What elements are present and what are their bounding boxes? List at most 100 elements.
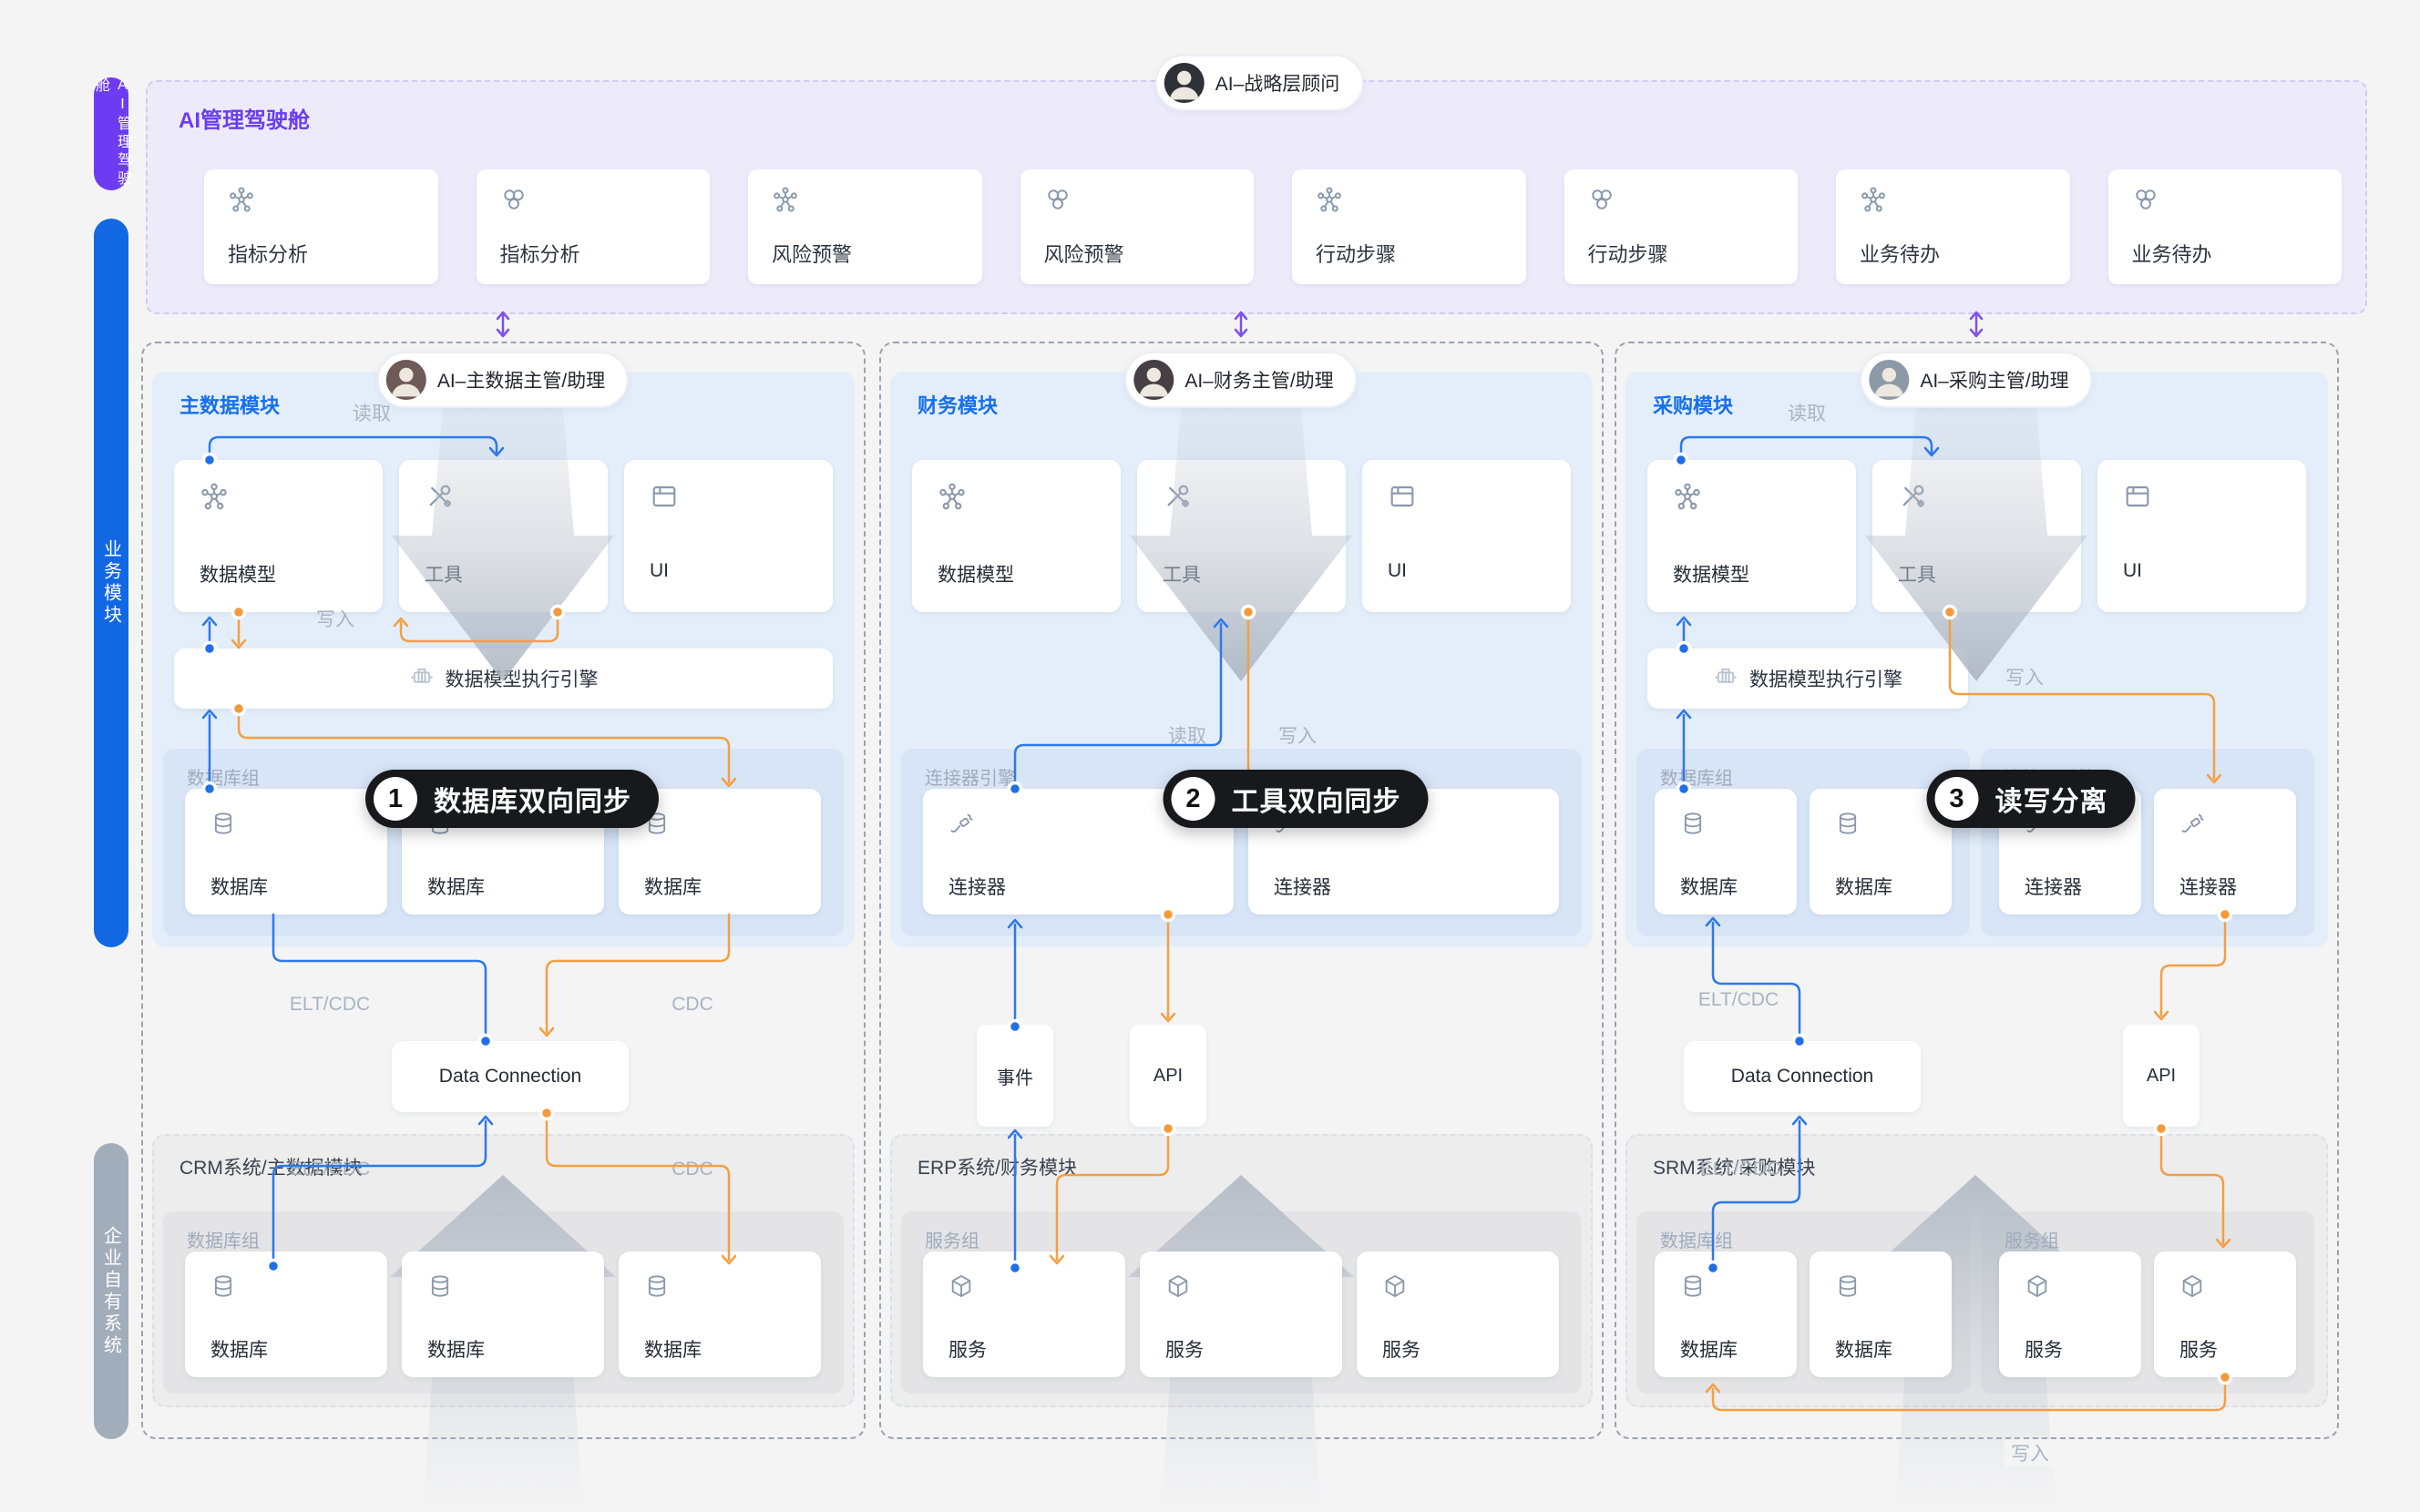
service-icon <box>1165 1273 1191 1303</box>
card-database[interactable]: 数据库 <box>185 789 387 914</box>
agent-name: AI–财务主管/助理 <box>1184 371 1334 392</box>
card-service[interactable]: 服务 <box>923 1251 1125 1377</box>
cockpit-card-action-steps[interactable]: 行动步骤 <box>1292 169 1526 284</box>
card-label: 连接器 <box>1274 877 1331 898</box>
wire-label-elt-cdc: ELT/CDC <box>289 994 371 1015</box>
badge-read-write-split[interactable]: 3 读写分离 <box>1926 770 2136 828</box>
card-database[interactable]: 数据库 <box>1655 1251 1797 1377</box>
group-label: 数据库组 <box>1660 1231 1733 1251</box>
sidebar-tab-enterprise-systems[interactable]: 企业自有系统 <box>94 1143 128 1439</box>
service-icon <box>949 1273 974 1303</box>
badge-text: 工具双向同步 <box>1231 787 1401 817</box>
node-graph-icon <box>938 482 967 516</box>
cockpit-card-risk-alert-2[interactable]: 风险预警 <box>1020 169 1254 284</box>
sidebar-tab-business-modules[interactable]: 业务模块 <box>94 219 128 947</box>
database-icon <box>644 1273 670 1303</box>
database-icon <box>427 1273 453 1303</box>
node-graph-icon <box>772 186 799 218</box>
card-data-model[interactable]: 数据模型 <box>174 460 383 612</box>
agent-pill-master-data[interactable]: AI–主数据主管/助理 <box>376 352 630 408</box>
cockpit-card-risk-alert[interactable]: 风险预警 <box>748 169 982 284</box>
cockpit-card-metric-analysis[interactable]: 指标分析 <box>204 169 438 284</box>
node-graph-icon <box>1860 186 1887 218</box>
card-database[interactable]: 数据库 <box>402 1251 604 1377</box>
card-label: 数据模型 <box>1673 565 1749 586</box>
service-icon <box>2025 1273 2050 1303</box>
card-ui[interactable]: UI <box>624 460 833 612</box>
api-box[interactable]: API <box>2123 1025 2200 1127</box>
event-box[interactable]: 事件 <box>977 1025 1053 1127</box>
card-service[interactable]: 服务 <box>1357 1251 1559 1377</box>
card-service[interactable]: 服务 <box>1999 1251 2141 1377</box>
cockpit-card-business-todo[interactable]: 业务待办 <box>1836 169 2070 284</box>
card-ui[interactable]: UI <box>1362 460 1571 612</box>
card-database[interactable]: 数据库 <box>1810 1251 1952 1377</box>
wire-label-read: 读取 <box>1168 726 1206 747</box>
cockpit-card-label: 行动步骤 <box>1316 243 1397 266</box>
data-connection-box[interactable]: Data Connection <box>1684 1041 1921 1112</box>
agent-pill-procurement[interactable]: AI–采购主管/助理 <box>1860 352 2093 408</box>
group-label: 数据库组 <box>187 1231 260 1251</box>
cockpit-card-label: 指标分析 <box>499 243 580 266</box>
cockpit-card-business-todo-2[interactable]: 业务待办 <box>2107 169 2342 284</box>
agent-name: AI–采购主管/助理 <box>1920 371 2069 392</box>
wire-label-write: 写入 <box>1278 726 1317 747</box>
wire-label-elt-cdc: ELT/CDC <box>289 1159 371 1180</box>
card-ui[interactable]: UI <box>2097 460 2306 612</box>
cockpit-link-arrows <box>496 311 1984 338</box>
chain-icon <box>500 186 528 218</box>
cockpit-card-row: 指标分析 指标分析 风险预警 风险预警 行动步骤 行动步骤 业务待办 业务待办 <box>204 169 2342 284</box>
card-service[interactable]: 服务 <box>1140 1251 1342 1377</box>
node-graph-icon <box>200 482 229 516</box>
chain-icon <box>1588 186 1615 218</box>
chain-icon <box>2132 186 2159 218</box>
card-tools[interactable]: 工具 <box>1872 460 2081 612</box>
card-label: UI <box>1388 560 1407 581</box>
tools-icon <box>1898 482 1927 516</box>
card-database[interactable]: 数据库 <box>619 1251 821 1377</box>
card-label: 数据模型 <box>200 565 276 586</box>
card-label: 数据库 <box>210 1340 268 1361</box>
group-label: 数据库组 <box>1660 769 1733 789</box>
cockpit-card-action-steps-2[interactable]: 行动步骤 <box>1564 169 1798 284</box>
service-icon <box>2179 1273 2205 1303</box>
data-connection-box[interactable]: Data Connection <box>392 1041 629 1112</box>
card-database[interactable]: 数据库 <box>1655 789 1797 914</box>
card-data-model[interactable]: 数据模型 <box>1647 460 1856 612</box>
connector-icon <box>949 811 974 841</box>
module-title: 采购模块 <box>1653 394 1734 417</box>
database-icon <box>210 811 236 841</box>
card-tools[interactable]: 工具 <box>1137 460 1346 612</box>
engine-label: 数据模型执行引擎 <box>445 669 599 690</box>
avatar <box>385 360 426 400</box>
badge-text: 读写分离 <box>1994 787 2108 817</box>
card-label: 数据库 <box>427 877 485 898</box>
api-box[interactable]: API <box>1130 1025 1206 1127</box>
cockpit-card-label: 行动步骤 <box>1587 243 1668 266</box>
card-tools[interactable]: 工具 <box>399 460 608 612</box>
card-connector[interactable]: 连接器 <box>2154 789 2296 914</box>
agent-pill-finance[interactable]: AI–财务主管/助理 <box>1124 352 1358 408</box>
sidebar-tab-ai-cockpit[interactable]: AI管理驾驶舱 <box>93 77 130 190</box>
avatar <box>1869 360 1910 400</box>
wire-label-elt-cdc: ELT/CDC <box>1697 989 1779 1010</box>
node-graph-icon <box>1316 186 1343 218</box>
card-service[interactable]: 服务 <box>2154 1251 2296 1377</box>
agent-pill-strategy-advisor[interactable]: AI–战略层顾问 <box>1154 55 1364 111</box>
wire-label-write-bottom: 写入 <box>2004 1439 2056 1466</box>
card-database[interactable]: 数据库 <box>185 1251 387 1377</box>
badge-db-bidirectional-sync[interactable]: 1 数据库双向同步 <box>365 770 659 828</box>
engine-icon <box>1713 664 1738 694</box>
engine-label: 数据模型执行引擎 <box>1749 669 1902 690</box>
badge-number: 2 <box>1171 777 1215 821</box>
group-label: 服务组 <box>925 1231 979 1251</box>
service-icon <box>1382 1273 1408 1303</box>
browser-icon <box>2123 482 2152 516</box>
engine-bar-procurement[interactable]: 数据模型执行引擎 <box>1647 649 1968 709</box>
badge-tool-bidirectional-sync[interactable]: 2 工具双向同步 <box>1163 770 1429 828</box>
engine-bar-master-data[interactable]: 数据模型执行引擎 <box>174 649 833 709</box>
card-label: 服务 <box>2179 1340 2218 1361</box>
card-data-model[interactable]: 数据模型 <box>912 460 1121 612</box>
group-label: 数据库组 <box>187 769 260 789</box>
cockpit-card-metric-analysis-2[interactable]: 指标分析 <box>476 169 710 284</box>
